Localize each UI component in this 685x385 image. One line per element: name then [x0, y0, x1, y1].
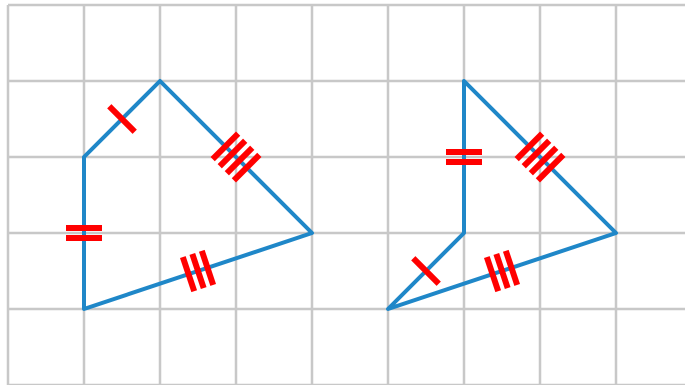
tick-stroke — [224, 145, 255, 176]
grid-lines — [6, 3, 685, 385]
right-quadrilateral — [386, 79, 618, 311]
left-quadrilateral — [82, 79, 314, 311]
tick-stroke — [189, 252, 207, 290]
right-quadrilateral-side-b-tick-mark — [514, 131, 566, 183]
tick-stroke — [231, 152, 262, 183]
tick-stroke — [493, 252, 511, 290]
left-quadrilateral-side-b-tick-mark — [210, 131, 262, 183]
tick-stroke — [483, 256, 502, 293]
tick-stroke — [521, 138, 552, 169]
left-quadrilateral-side-c-tick-mark — [179, 249, 217, 293]
tick-stroke — [514, 131, 545, 162]
tick-stroke — [107, 104, 137, 134]
tick-stroke — [411, 256, 441, 286]
left-quadrilateral-side-d-tick-mark — [66, 225, 102, 241]
right-quadrilateral-side-d-tick-mark — [411, 256, 441, 286]
tick-stroke — [535, 152, 566, 183]
tick-stroke — [528, 145, 559, 176]
right-quadrilateral-side-c-tick-mark — [483, 249, 521, 293]
right-quadrilateral-side-a-tick-mark — [446, 149, 482, 165]
tick-stroke — [502, 249, 521, 286]
tick-stroke — [210, 131, 241, 162]
shapes — [82, 79, 618, 311]
tick-stroke — [198, 249, 217, 286]
tick-stroke — [179, 256, 198, 293]
congruence-marks — [66, 104, 566, 293]
tick-stroke — [217, 138, 248, 169]
left-quadrilateral-side-a-tick-mark — [107, 104, 137, 134]
